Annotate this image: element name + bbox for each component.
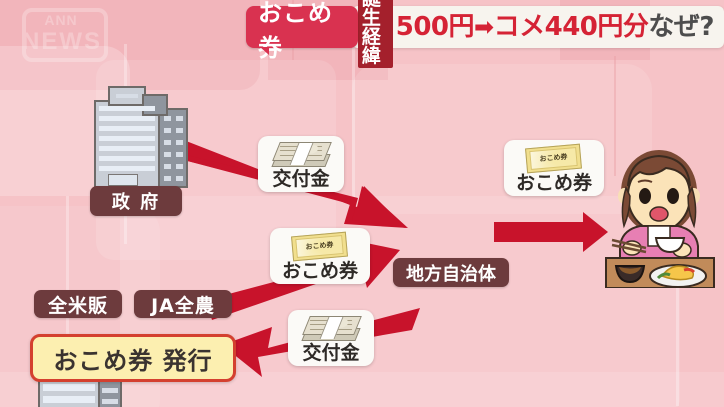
label-municipality: 地方自治体: [393, 258, 509, 287]
headline-amount: 500円: [395, 12, 475, 42]
flow-chip-grant-bottom-label: 交付金: [302, 342, 360, 364]
subtopic-badge: 誕生経緯: [357, 0, 393, 68]
label-ja-zenno: JA全農: [134, 290, 232, 318]
headline-banner: おこめ券 誕生経緯 500円➡コメ440円分なぜ?: [246, 0, 724, 68]
money-bundle-icon: [301, 314, 362, 344]
headline-question: なぜ?: [648, 12, 714, 42]
person-eating-illustration: [605, 150, 715, 289]
arrow-coupon-right: [494, 212, 608, 252]
money-bundle-icon: [271, 140, 332, 170]
headline-arrow-icon: ➡: [474, 13, 494, 41]
flow-chip-grant-top-label: 交付金: [272, 168, 330, 190]
headline-text: 500円➡コメ440円分なぜ?: [395, 12, 715, 42]
okome-ticket-icon: おこめ券: [291, 231, 349, 262]
label-government: 政 府: [90, 186, 182, 216]
tower-side-face: [158, 108, 188, 188]
flow-chip-grant-bottom: 交付金: [288, 310, 374, 366]
label-zenbeihan: 全米販: [34, 290, 122, 318]
arrow-grant-top-shape: [175, 139, 406, 228]
headline-plate: 誕生経緯 500円➡コメ440円分なぜ?: [351, 0, 724, 68]
node-government-icon: [86, 78, 196, 188]
logo-news-text: NEWS: [22, 28, 102, 55]
flow-chip-coupon-mid: おこめ券 おこめ券: [270, 228, 370, 284]
broadcaster-logo-watermark: ANN NEWS: [8, 6, 112, 62]
flow-chip-grant-top: 交付金: [258, 136, 344, 192]
okome-ticket-icon: おこめ券: [525, 143, 583, 174]
topic-tag: おこめ券: [246, 0, 358, 62]
okome-coupon-issue-box: おこめ券 発行: [30, 334, 236, 382]
tower-roof-side: [142, 94, 168, 116]
logo-frame: [22, 8, 108, 62]
node-consumer-person-icon: [600, 148, 718, 289]
flow-chip-coupon-right: おこめ券 おこめ券: [504, 140, 604, 196]
flow-chip-coupon-right-label: おこめ券: [515, 172, 592, 194]
flow-chip-coupon-mid-label: おこめ券: [281, 260, 358, 282]
logo-ann-text: ANN: [44, 12, 78, 28]
headline-rice: コメ440円分: [493, 12, 649, 42]
